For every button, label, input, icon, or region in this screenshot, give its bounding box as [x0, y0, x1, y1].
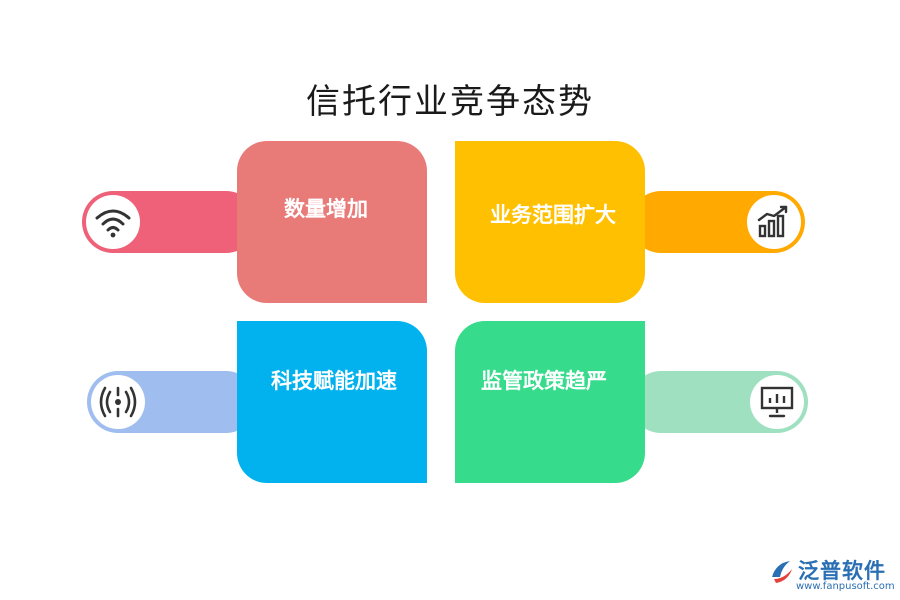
- item-2-label: 业务范围扩大: [490, 202, 616, 227]
- item-1-label: 数量增加: [284, 196, 368, 221]
- bar-chart-icon: [757, 205, 788, 238]
- item-1-icon-circle: [86, 195, 140, 249]
- item-4-card: 监管政策趋严: [455, 321, 645, 483]
- page-title: 信托行业竞争态势: [306, 82, 594, 122]
- item-4-icon-circle: [750, 375, 804, 429]
- item-2-card: 业务范围扩大: [455, 141, 645, 303]
- logo-name: 泛普软件: [798, 559, 886, 583]
- wifi-icon: [95, 209, 131, 238]
- item-1-card: 数量增加: [237, 141, 427, 303]
- item-3-label: 科技赋能加速: [271, 368, 397, 393]
- item-2-icon-circle: [747, 195, 801, 249]
- logo-mark-icon: [772, 561, 792, 583]
- logo-url: www.fanpusoft.com: [796, 581, 895, 592]
- item-3-card: 科技赋能加速: [237, 321, 427, 483]
- presentation-board-icon: [760, 386, 794, 418]
- item-4-label: 监管政策趋严: [481, 368, 607, 393]
- item-3-icon-circle: [91, 375, 145, 429]
- signal-tower-icon: [99, 386, 137, 418]
- brand-logo: 泛普软件 www.fanpusoft.com: [768, 555, 895, 595]
